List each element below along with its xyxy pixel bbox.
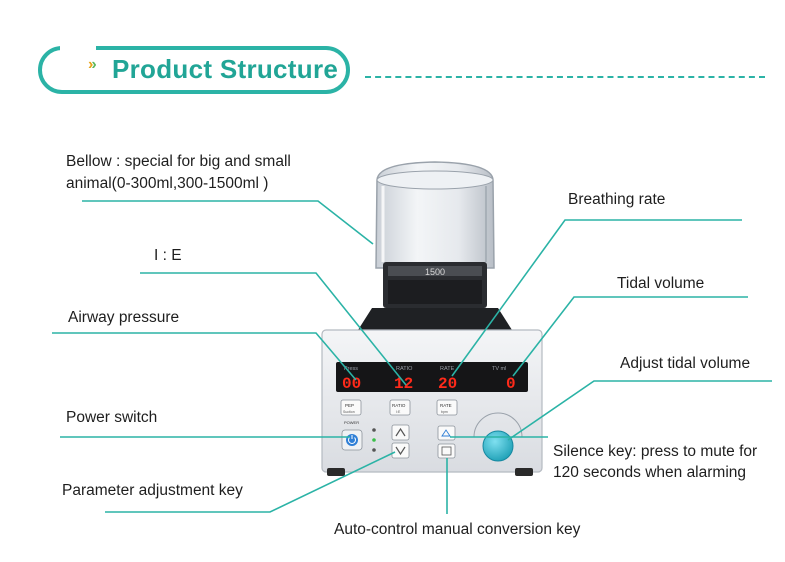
down-key[interactable] — [391, 442, 410, 459]
label-bellow-line1: Bellow : special for big and small — [66, 153, 291, 170]
chevron-up-icon — [395, 427, 406, 437]
leader-bellow — [82, 200, 374, 245]
hand-icon — [441, 446, 452, 456]
tv-display-label: TV ml — [492, 366, 506, 372]
ratio-display-label: RATIO — [396, 366, 413, 372]
label-bellow-line2: animal(0-300ml,300-1500ml ) — [66, 175, 269, 192]
leader-airway-pressure — [52, 332, 357, 381]
chevron-down-icon — [395, 446, 406, 456]
bellow-scale-text: 1500 — [425, 267, 445, 277]
rate-button-label: RATE — [440, 403, 452, 408]
pep-label: PEP — [345, 403, 354, 408]
label-silence-line2: 120 seconds when alarming — [553, 464, 747, 481]
status-led — [372, 448, 376, 452]
ratio-button-label: RATIO — [392, 403, 406, 408]
label-power-switch: Power switch — [66, 409, 158, 426]
bellow-base: 1500 — [358, 262, 512, 330]
ratio-button-sublabel: I:E — [396, 410, 401, 414]
label-tidal-volume: Tidal volume — [617, 275, 705, 292]
ratio-button[interactable] — [389, 399, 411, 416]
title-frame — [38, 46, 350, 94]
label-auto-control: Auto-control manual conversion key — [334, 521, 581, 538]
bellow-dome — [375, 161, 495, 269]
power-label: POWER — [344, 420, 359, 425]
leader-adjust-tidal-volume — [507, 380, 772, 441]
leader-ie — [140, 272, 407, 386]
label-silence-line1: Silence key: press to mute for — [553, 443, 758, 460]
label-parameter-adjustment: Parameter adjustment key — [62, 482, 243, 499]
rate-display-label: RATE — [440, 366, 455, 372]
label-airway-pressure: Airway pressure — [68, 309, 180, 326]
title-frame-gap — [60, 40, 96, 52]
rate-button-sublabel: bpm — [441, 410, 448, 414]
pep-button[interactable] — [340, 399, 362, 416]
press-display-label: Press — [344, 366, 358, 372]
tv-value: 0 — [506, 375, 516, 393]
leader-parameter-key — [105, 451, 396, 513]
bell-icon — [441, 429, 451, 437]
status-led — [372, 428, 376, 432]
status-led — [372, 438, 376, 442]
leader-breathing-rate — [451, 219, 742, 377]
pep-sublabel: Suction — [343, 410, 355, 414]
tidal-volume-knob[interactable] — [473, 412, 523, 462]
ratio-value: 12 — [394, 375, 413, 393]
label-adjust-tidal-volume: Adjust tidal volume — [620, 355, 751, 372]
double-chevron-icon: ›› — [88, 56, 97, 73]
parameter-keys — [391, 424, 410, 459]
label-breathing-rate: Breathing rate — [568, 191, 666, 208]
leader-tidal-volume — [512, 296, 748, 377]
up-key[interactable] — [391, 424, 410, 441]
display-panel: Press RATIO RATE TV ml 00 12 20 0 — [336, 362, 528, 393]
page-title: Product Structure — [112, 54, 339, 84]
rate-button[interactable] — [436, 399, 458, 416]
function-buttons: PEP Suction RATIO I:E RATE bpm — [340, 399, 458, 416]
rate-value: 20 — [438, 375, 457, 393]
title-divider — [365, 76, 765, 78]
label-ie: I : E — [154, 247, 182, 264]
